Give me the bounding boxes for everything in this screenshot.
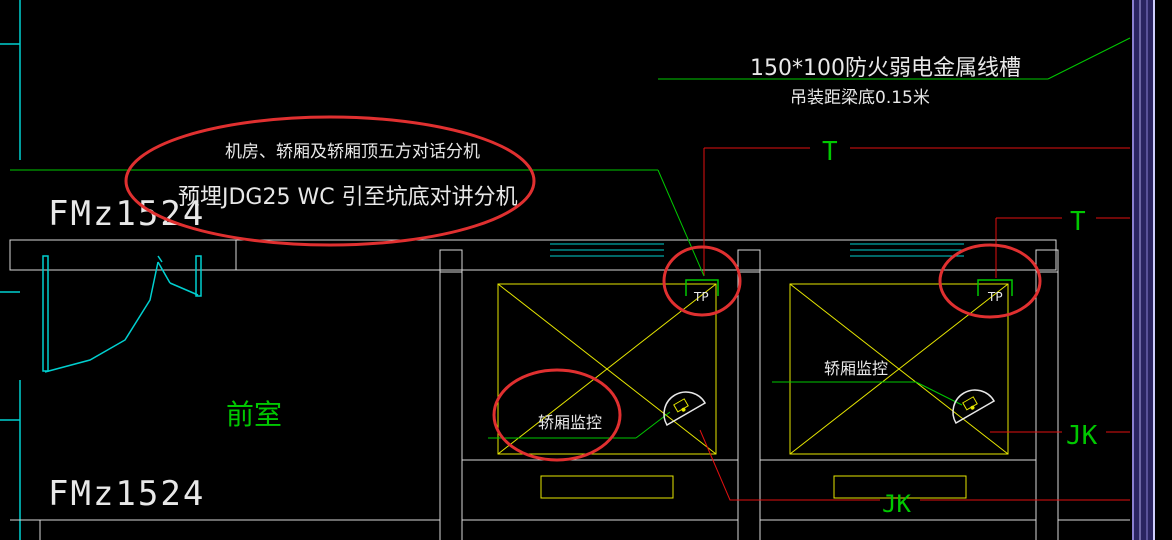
jk-label-bottom: JK	[882, 490, 911, 518]
intercom-annotation-line2: 预埋JDG25 WC 引至坑底对讲分机	[178, 185, 518, 210]
markup-ellipse-intercom	[124, 115, 536, 247]
cable-tray-spec-label: 150*100防火弱电金属线槽	[750, 56, 1021, 81]
elevator-car-1	[497, 283, 717, 499]
door-swing-upper	[42, 255, 202, 373]
tp-label-2: TP	[987, 290, 1003, 304]
cctv-leader-2	[772, 381, 963, 406]
camera-icon	[952, 389, 996, 425]
cable-tray-mount-label: 吊装距梁底0.15米	[790, 88, 930, 108]
markup-ellipse-cctv-1	[492, 368, 622, 462]
cctv-label-1: 轿厢监控	[538, 413, 602, 432]
door-code-lower: FMz1524	[48, 474, 205, 514]
telephone-mark-2: T	[1070, 207, 1086, 237]
review-markup-ellipses	[124, 115, 1042, 462]
tp-outlet-1	[685, 279, 719, 296]
room-label-anteroom: 前室	[226, 398, 282, 431]
wall-outlines	[9, 239, 1130, 540]
right-building-edge	[1132, 0, 1155, 540]
intercom-leader	[10, 169, 705, 277]
elevator-door-track-2	[850, 243, 964, 257]
markup-ellipse-tp-2	[938, 243, 1042, 319]
cctv-label-2: 轿厢监控	[824, 359, 888, 378]
tp-label-1: TP	[693, 290, 709, 304]
tp-outlet-2	[977, 279, 1013, 296]
telephone-mark-1: T	[822, 137, 838, 167]
door-code-upper: FMz1524	[48, 194, 205, 234]
elevator-car-2	[789, 283, 1009, 499]
camera-icon	[663, 391, 707, 427]
jk-label-right: JK	[1066, 421, 1098, 451]
elevator-door-track-1	[550, 243, 664, 257]
left-wall	[0, 0, 21, 540]
intercom-annotation-line1: 机房、轿厢及轿厢顶五方对话分机	[225, 142, 480, 162]
wiring-red	[699, 147, 1130, 501]
cable-tray-leader	[658, 37, 1131, 80]
markup-ellipse-tp-1	[662, 245, 742, 317]
